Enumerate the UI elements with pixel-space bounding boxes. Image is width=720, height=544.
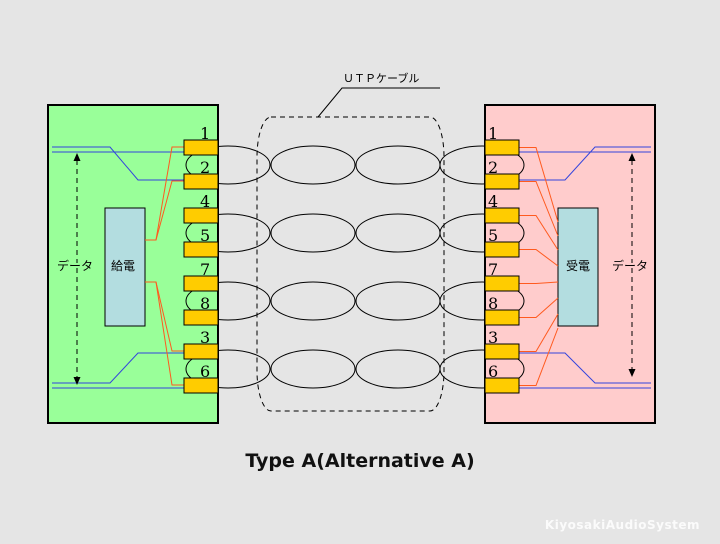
right-data-label: データ — [612, 258, 648, 273]
right-power-wire — [519, 215, 559, 251]
diagram-caption: Type A(Alternative A) — [245, 450, 475, 472]
twisted-pair-loop — [270, 281, 356, 321]
left-pin — [183, 309, 219, 326]
right-power-wire — [519, 249, 559, 267]
right-power-wire — [519, 281, 559, 284]
left-pin — [183, 241, 219, 258]
left-pin-number: 7 — [200, 260, 210, 279]
left-pin — [183, 173, 219, 190]
left-data-wire — [52, 352, 184, 384]
right-data-wire — [519, 146, 651, 181]
twisted-pair-loop — [439, 145, 525, 185]
right-pin — [484, 207, 520, 224]
right-pin-number: 2 — [488, 158, 498, 177]
left-pin — [183, 207, 219, 224]
left-pin-number: 6 — [200, 362, 210, 381]
right-data-arrow — [628, 153, 636, 377]
right-pin-number: 7 — [488, 260, 498, 279]
right-pin — [484, 173, 520, 190]
left-pin — [183, 139, 219, 156]
right-pin — [484, 377, 520, 394]
right-pin — [484, 275, 520, 292]
twisted-pair-loop — [270, 213, 356, 253]
left-pin-number: 4 — [200, 192, 210, 211]
left-power-wire — [145, 281, 184, 386]
cable-label: ＵＴＰケーブル — [343, 71, 419, 85]
left-pin-number: 8 — [200, 294, 210, 313]
right-pin-number: 3 — [488, 328, 498, 347]
right-power-wire — [519, 313, 559, 352]
right-pin — [484, 343, 520, 360]
right-pin — [484, 309, 520, 326]
twisted-pair-loop — [355, 281, 441, 321]
right-power-label: 受電 — [566, 259, 590, 273]
twisted-pair-loop — [355, 145, 441, 185]
twisted-pair-loop — [185, 281, 271, 321]
cable-label-leader — [317, 87, 440, 118]
right-pin-number: 5 — [488, 226, 498, 245]
twisted-pair-loop — [355, 349, 441, 389]
left-pin — [183, 377, 219, 394]
twisted-pair-loop — [355, 213, 441, 253]
right-pin — [484, 139, 520, 156]
right-pin — [484, 241, 520, 258]
left-power-label: 給電 — [111, 259, 135, 273]
twisted-pair-loop — [439, 213, 525, 253]
right-pin-number: 6 — [488, 362, 498, 381]
left-pin-number: 2 — [200, 158, 210, 177]
twisted-pair-loop — [439, 281, 525, 321]
right-pin-number: 8 — [488, 294, 498, 313]
right-data-wire — [519, 352, 651, 384]
power-receive-box — [557, 207, 599, 327]
left-pin-number: 1 — [200, 124, 210, 143]
twisted-pair-loop — [439, 349, 525, 389]
right-power-wire — [519, 181, 559, 237]
twisted-pair-loop — [185, 349, 271, 389]
right-power-wire — [519, 297, 559, 318]
twisted-pair-loop — [270, 349, 356, 389]
right-pin-number: 4 — [488, 192, 498, 211]
right-pin-number: 1 — [488, 124, 498, 143]
left-power-wire — [145, 180, 184, 241]
right-power-wire — [519, 147, 559, 223]
left-pin-number: 5 — [200, 226, 210, 245]
left-pin-number: 3 — [200, 328, 210, 347]
twisted-pair-loop — [270, 145, 356, 185]
left-data-label: データ — [57, 258, 93, 273]
twisted-pair-loop — [185, 145, 271, 185]
left-data-wire — [52, 146, 184, 181]
left-data-arrow — [73, 153, 81, 385]
watermark: KiyosakiAudioSystem — [544, 518, 700, 532]
power-supply-box — [104, 207, 146, 327]
left-pin — [183, 343, 219, 360]
utp-cable-outline — [256, 116, 445, 412]
left-pin — [183, 275, 219, 292]
right-power-wire — [519, 327, 559, 386]
twisted-pair-loop — [185, 213, 271, 253]
